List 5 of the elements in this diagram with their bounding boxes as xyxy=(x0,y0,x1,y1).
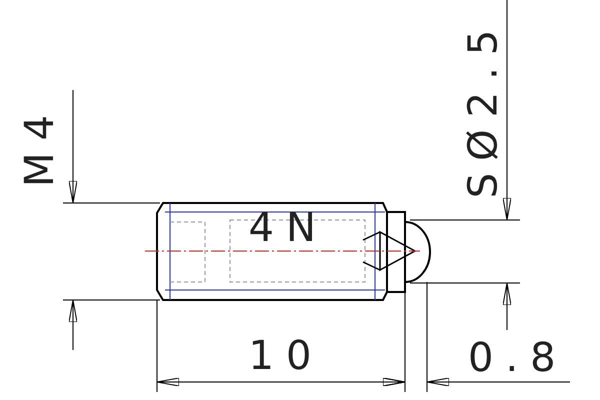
dimension-text: 10 xyxy=(248,336,324,376)
dimension-text: 0.8 xyxy=(468,338,568,378)
dimension-text: SØ2.5 xyxy=(462,18,503,198)
dimension-text: M4 xyxy=(20,103,60,187)
force-label: 4N xyxy=(248,208,328,248)
